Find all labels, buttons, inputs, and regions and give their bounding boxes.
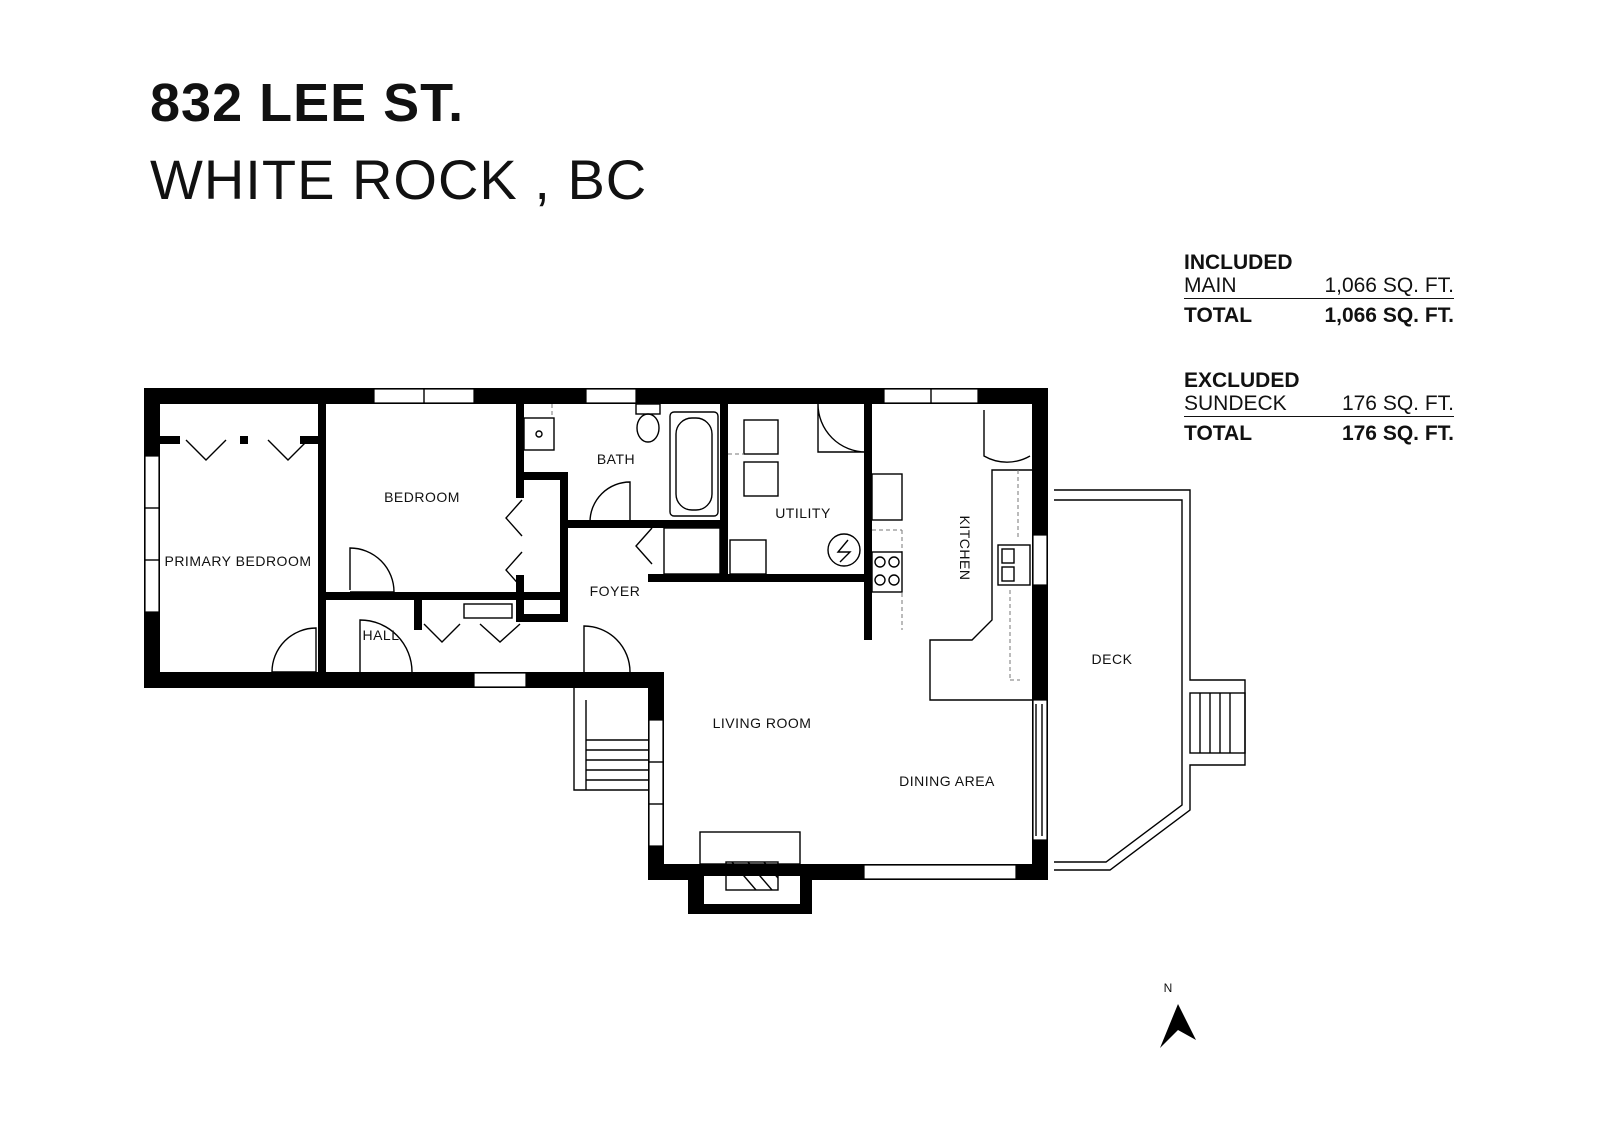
excluded-total-label: TOTAL [1184,422,1253,445]
windows [144,388,1048,880]
included-area-table: INCLUDED MAIN 1,066 SQ. FT. TOTAL 1,066 … [1184,252,1454,328]
included-heading: INCLUDED [1184,251,1293,274]
excluded-row-value: 176 SQ. FT. [1341,392,1454,415]
room-label-bedroom: BEDROOM [384,489,460,505]
interior-walls [318,400,872,688]
address-line-2: WHITE ROCK , BC [150,148,648,211]
included-row-value: 1,066 SQ. FT. [1324,274,1454,297]
room-label-primary-bedroom: PRIMARY BEDROOM [164,553,311,569]
deck-outline [1054,489,1246,871]
doors [160,403,1031,673]
included-row-label: MAIN [1184,274,1237,297]
included-total-value: 1,066 SQ. FT. [1324,304,1454,327]
room-label-dining-area: DINING AREA [899,773,995,789]
room-label-deck: DECK [1092,651,1133,667]
fixtures [463,403,1043,904]
excluded-row-sundeck: SUNDECK 176 SQ. FT. [1184,393,1454,417]
excluded-area-table: EXCLUDED SUNDECK 176 SQ. FT. TOTAL 176 S… [1184,370,1454,446]
excluded-row-label: SUNDECK [1184,392,1287,415]
room-label-foyer: FOYER [590,583,641,599]
included-total-label: TOTAL [1184,304,1253,327]
included-total-row: TOTAL 1,066 SQ. FT. [1184,299,1454,328]
room-label-utility: UTILITY [775,505,831,521]
excluded-heading: EXCLUDED [1184,369,1300,392]
room-label-living-room: LIVING ROOM [713,715,812,731]
north-arrow-icon: N [1160,981,1196,1048]
compass-label: N [1164,981,1173,995]
room-label-hall: HALL [362,627,399,643]
excluded-total-value: 176 SQ. FT. [1341,422,1454,445]
excluded-total-row: TOTAL 176 SQ. FT. [1184,417,1454,446]
room-label-kitchen: KITCHEN [957,516,973,581]
room-label-bath: BATH [597,451,635,467]
address-line-1: 832 LEE ST. [150,73,465,133]
included-row-main: MAIN 1,066 SQ. FT. [1184,275,1454,299]
